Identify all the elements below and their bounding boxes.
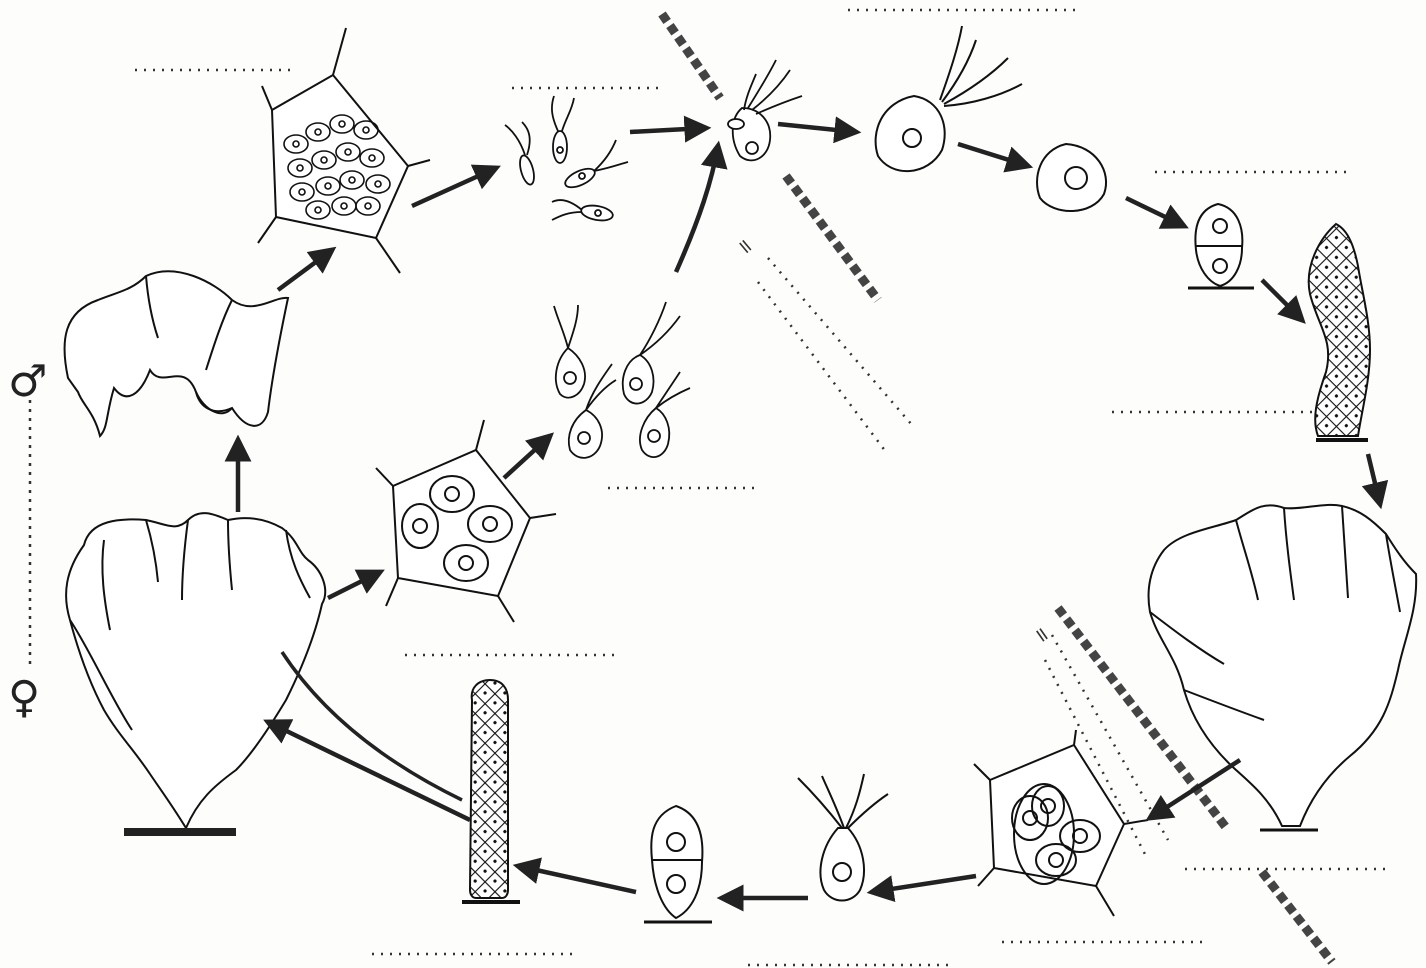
female-thallus (66, 513, 325, 828)
female-holdfast-base (124, 828, 236, 836)
male-gametes (505, 96, 628, 223)
embryo-two-cell (644, 806, 712, 922)
juvenile-gametophyte (462, 680, 520, 902)
male-symbol: ♂ (8, 356, 47, 407)
zoospore-quadriflagellate (798, 774, 888, 901)
zygote-two-cell (1188, 204, 1254, 288)
female-gametes (554, 302, 690, 458)
zygote-quadriflagellate (876, 26, 1022, 171)
male-gametangium (258, 28, 430, 273)
ploidy-mark-upper: = (731, 232, 760, 260)
female-symbol: ♀ (8, 672, 40, 723)
male-thallus (64, 271, 288, 436)
haploid-boundary-top (662, 14, 720, 98)
diploid-boundary-bottom (1262, 872, 1332, 962)
haploid-boundary-mid (786, 176, 878, 300)
release-curve (282, 652, 462, 800)
sporophyte-juvenile (1309, 224, 1370, 440)
fusing-gametes (728, 60, 802, 160)
female-gametangium (376, 420, 556, 622)
haploid-diploid-line-lower (758, 282, 886, 452)
sporangium (974, 730, 1148, 916)
haploid-diploid-line-upper (768, 258, 912, 425)
ploidy-mark-lower: = (1028, 621, 1057, 648)
zygote-settled (1037, 144, 1106, 211)
